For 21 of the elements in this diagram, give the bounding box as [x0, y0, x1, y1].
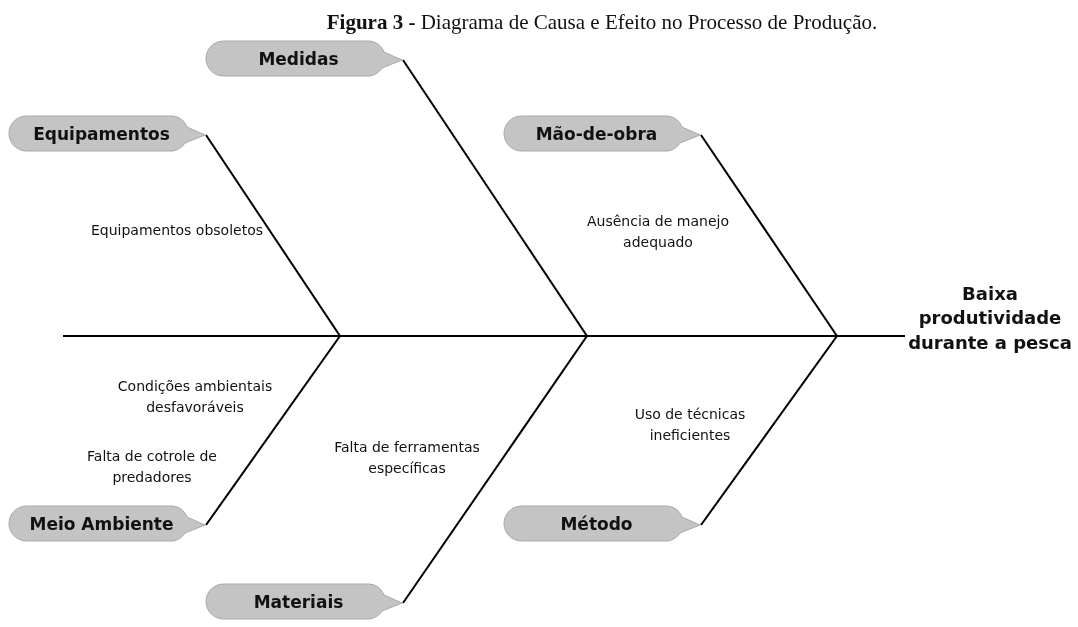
category-label: Materiais — [253, 591, 345, 612]
category-label: Meio Ambiente — [29, 513, 175, 534]
category-label: Equipamentos — [33, 123, 171, 144]
category-bubble — [8, 115, 205, 152]
cause-text: Falta de cotrole de predadores — [86, 447, 218, 487]
cause-text: Falta de ferramentas específicas — [333, 438, 481, 478]
bone-line — [402, 335, 906, 604]
category-label: Mão-de-obra — [535, 123, 659, 144]
category-bubble — [205, 583, 402, 620]
cause-text: Uso de técnicas ineficientes — [633, 405, 747, 445]
category-label: Medidas — [258, 48, 340, 69]
category-bubble — [205, 40, 402, 77]
category-bubble — [8, 505, 205, 542]
category-label: Método — [560, 513, 634, 534]
cause-text: Equipamentos obsoletos — [89, 220, 264, 240]
category-bubble — [503, 505, 700, 542]
cause-text: Condições ambientais desfavoráveis — [116, 377, 274, 417]
category-bubble — [503, 115, 700, 152]
effect-label: Baixa produtividade durante a pesca — [905, 282, 1075, 355]
figure-title: Figura 3 - Diagrama de Causa e Efeito no Processo de Produção. — [326, 10, 878, 35]
cause-text: Ausência de manejo adequado — [586, 212, 730, 252]
